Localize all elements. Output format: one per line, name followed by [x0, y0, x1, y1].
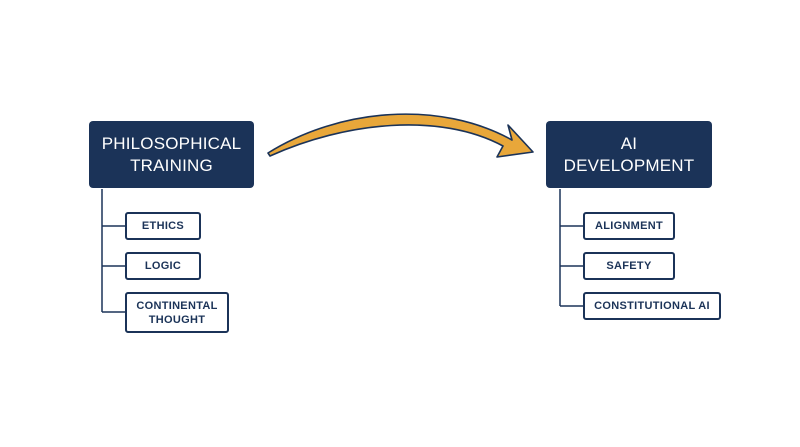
right-title-line-1: AI: [620, 133, 638, 153]
right-tree-connectors: [559, 189, 584, 307]
transfer-arrow: [267, 113, 534, 158]
left-item-continental-thought: CONTINENTAL THOUGHT: [125, 292, 229, 333]
left-item-continental-line-2: THOUGHT: [148, 313, 206, 326]
left-item-ethics-label: ETHICS: [141, 220, 185, 232]
right-item-constitutional-ai: CONSTITUTIONAL AI: [583, 292, 721, 320]
right-item-safety-label: SAFETY: [606, 260, 652, 272]
left-title-line-1: PHILOSOPHICAL: [101, 133, 242, 153]
right-item-constitutional-ai-label: CONSTITUTIONAL AI: [594, 300, 710, 312]
ai-development-box: AI DEVELOPMENT: [546, 121, 712, 188]
left-item-continental-line-1: CONTINENTAL: [136, 299, 218, 312]
right-item-safety: SAFETY: [583, 252, 675, 280]
left-tree-connectors: [101, 189, 126, 313]
left-item-logic-label: LOGIC: [144, 260, 182, 272]
right-item-alignment-label: ALIGNMENT: [594, 220, 664, 232]
right-item-alignment: ALIGNMENT: [583, 212, 675, 240]
philosophical-training-box: PHILOSOPHICAL TRAINING: [89, 121, 254, 188]
left-item-ethics: ETHICS: [125, 212, 201, 240]
left-title-line-2: TRAINING: [130, 155, 213, 175]
right-title-line-2: DEVELOPMENT: [563, 155, 695, 175]
left-item-logic: LOGIC: [125, 252, 201, 280]
